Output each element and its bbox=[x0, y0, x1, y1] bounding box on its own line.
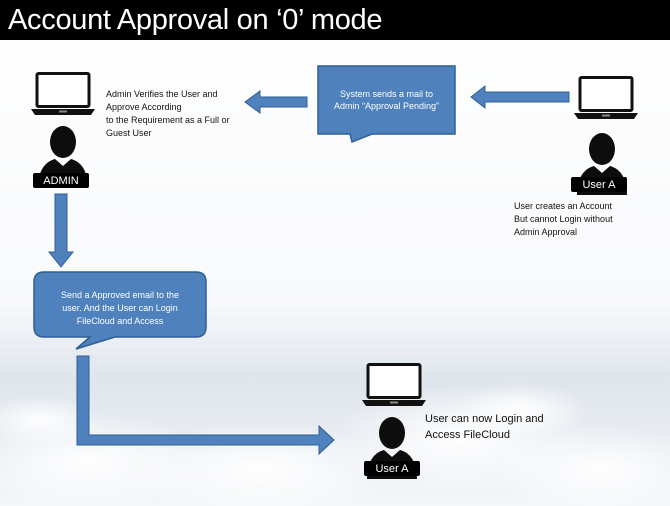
approved-text-line: FileCloud and Access bbox=[76, 316, 164, 326]
admin-label-plate bbox=[33, 173, 89, 188]
user-a-final-text-line: Access FileCloud bbox=[425, 429, 510, 441]
arrow-system-to-admin bbox=[244, 90, 308, 114]
admin-text-line: Admin Verifies the User and bbox=[106, 89, 218, 99]
admin-laptop-icon bbox=[30, 72, 96, 116]
user-a-bottom-label: User A bbox=[375, 463, 409, 475]
approved-text-line: Send a Approved email to the bbox=[60, 290, 180, 300]
user-a-top-laptop-icon bbox=[573, 76, 639, 120]
system-mail-callout bbox=[317, 65, 456, 144]
system-text-line: Admin “Approval Pending” bbox=[333, 101, 440, 111]
user-a-bottom-label-plate bbox=[364, 461, 420, 476]
page-title: Account Approval on ‘0’ mode bbox=[8, 4, 383, 36]
user-a-top-label: User A bbox=[582, 179, 616, 191]
user-a-final-text-line: User can now Login and bbox=[425, 413, 544, 425]
admin-label: ADMIN bbox=[43, 175, 79, 187]
admin-text-line: Approve According bbox=[106, 102, 182, 112]
system-text-line: System sends a mail to bbox=[339, 89, 434, 99]
user-a-text-line: Admin Approval bbox=[514, 227, 578, 237]
user-a-text-line: But cannot Login without bbox=[514, 214, 613, 224]
admin-text-line: Guest User bbox=[106, 128, 152, 138]
admin-text-line: to the Requirement as a Full or bbox=[106, 115, 230, 125]
arrow-admin-to-approved bbox=[47, 193, 75, 268]
arrow-approved-to-user bbox=[76, 355, 335, 456]
user-a-text-line: User creates an Account bbox=[514, 201, 613, 211]
user-a-top-label-plate bbox=[571, 177, 627, 192]
title-bar bbox=[0, 0, 670, 40]
approved-email-callout bbox=[33, 271, 207, 350]
approved-text-line: user. And the User can Login bbox=[62, 303, 178, 313]
arrow-user-to-system bbox=[470, 84, 570, 110]
